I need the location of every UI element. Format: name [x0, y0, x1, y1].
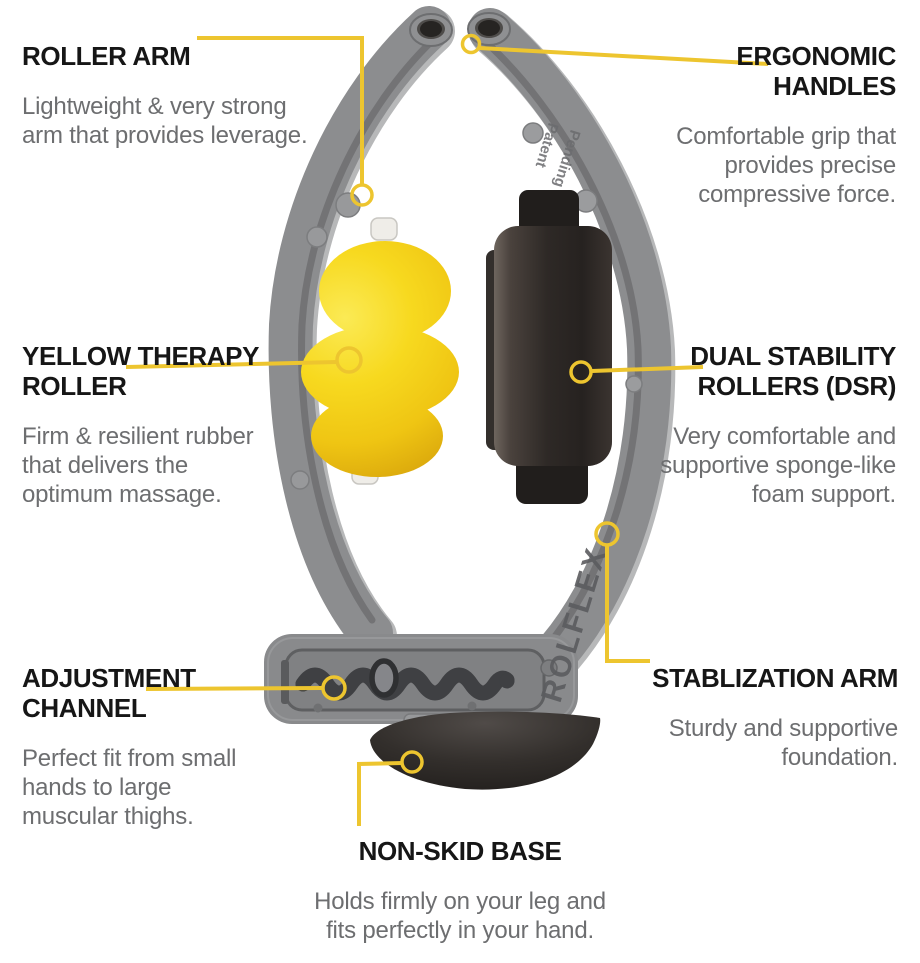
dual-stability-roller-graphic — [486, 190, 612, 504]
adjustment-channel-graphic — [264, 634, 578, 724]
callout-dual-stability-rollers-title: DUAL STABILITY ROLLERS (DSR) — [690, 341, 896, 401]
callout-non-skid-base: NON-SKID BASE Holds firmly on your leg a… — [230, 818, 690, 963]
callout-dual-stability-rollers-description: Very comfortable and supportive sponge-l… — [660, 423, 896, 508]
callout-non-skid-base-title: NON-SKID BASE — [358, 836, 562, 866]
callout-roller-arm-title: ROLLER ARM — [22, 41, 191, 71]
yellow-therapy-roller-graphic — [301, 217, 459, 485]
marker-non-skid-base — [400, 750, 424, 774]
marker-dual-stability-rollers — [569, 360, 593, 384]
leader-yellow-therapy-roller — [125, 346, 363, 374]
callout-adjustment-channel: ADJUSTMENT CHANNEL Perfect fit from smal… — [22, 645, 237, 849]
callout-ergonomic-handles-description: Comfortable grip that provides precise c… — [676, 123, 896, 208]
leader-lines — [125, 33, 769, 826]
leader-dual-stability-rollers — [569, 360, 704, 384]
marker-stablization-arm — [594, 521, 620, 547]
callout-stablization-arm: STABLIZATION ARM Sturdy and supportive f… — [652, 645, 898, 790]
callout-stablization-arm-description: Sturdy and supportive foundation. — [668, 715, 898, 771]
callout-yellow-therapy-roller: YELLOW THERAPY ROLLER Firm & resilient r… — [22, 323, 259, 527]
callout-yellow-therapy-roller-description: Firm & resilient rubber that delivers th… — [22, 423, 254, 508]
callout-dual-stability-rollers: DUAL STABILITY ROLLERS (DSR) Very comfor… — [660, 323, 896, 527]
callout-roller-arm: ROLLER ARM Lightweight & very strong arm… — [22, 23, 308, 168]
callout-ergonomic-handles: ERGONOMIC HANDLES Comfortable grip that … — [676, 23, 896, 227]
callout-stablization-arm-title: STABLIZATION ARM — [652, 663, 898, 693]
callout-ergonomic-handles-title: ERGONOMIC HANDLES — [736, 41, 896, 101]
leader-roller-arm — [197, 36, 374, 207]
handle-tip-left — [409, 13, 453, 47]
infographic-stage: Patent Pending — [22, 6, 898, 944]
product-illustration: Patent Pending — [125, 6, 769, 826]
callout-non-skid-base-description: Holds firmly on your leg and fits perfec… — [314, 888, 606, 944]
leader-ergonomic-handles — [460, 33, 769, 66]
leader-adjustment-channel — [145, 675, 347, 701]
callout-yellow-therapy-roller-title: YELLOW THERAPY ROLLER — [22, 341, 260, 401]
callout-roller-arm-description: Lightweight & very strong arm that provi… — [22, 93, 308, 149]
callout-adjustment-channel-description: Perfect fit from small hands to large mu… — [22, 745, 237, 830]
handle-tip-right — [467, 12, 511, 46]
callout-adjustment-channel-title: ADJUSTMENT CHANNEL — [22, 663, 196, 723]
marker-adjustment-channel — [321, 675, 347, 701]
marker-yellow-therapy-roller — [335, 346, 363, 374]
non-skid-base-graphic — [370, 711, 601, 790]
marker-ergonomic-handles — [460, 33, 482, 55]
leader-non-skid-base — [357, 750, 424, 826]
marker-roller-arm — [350, 183, 374, 207]
leader-stablization-arm — [594, 521, 650, 663]
